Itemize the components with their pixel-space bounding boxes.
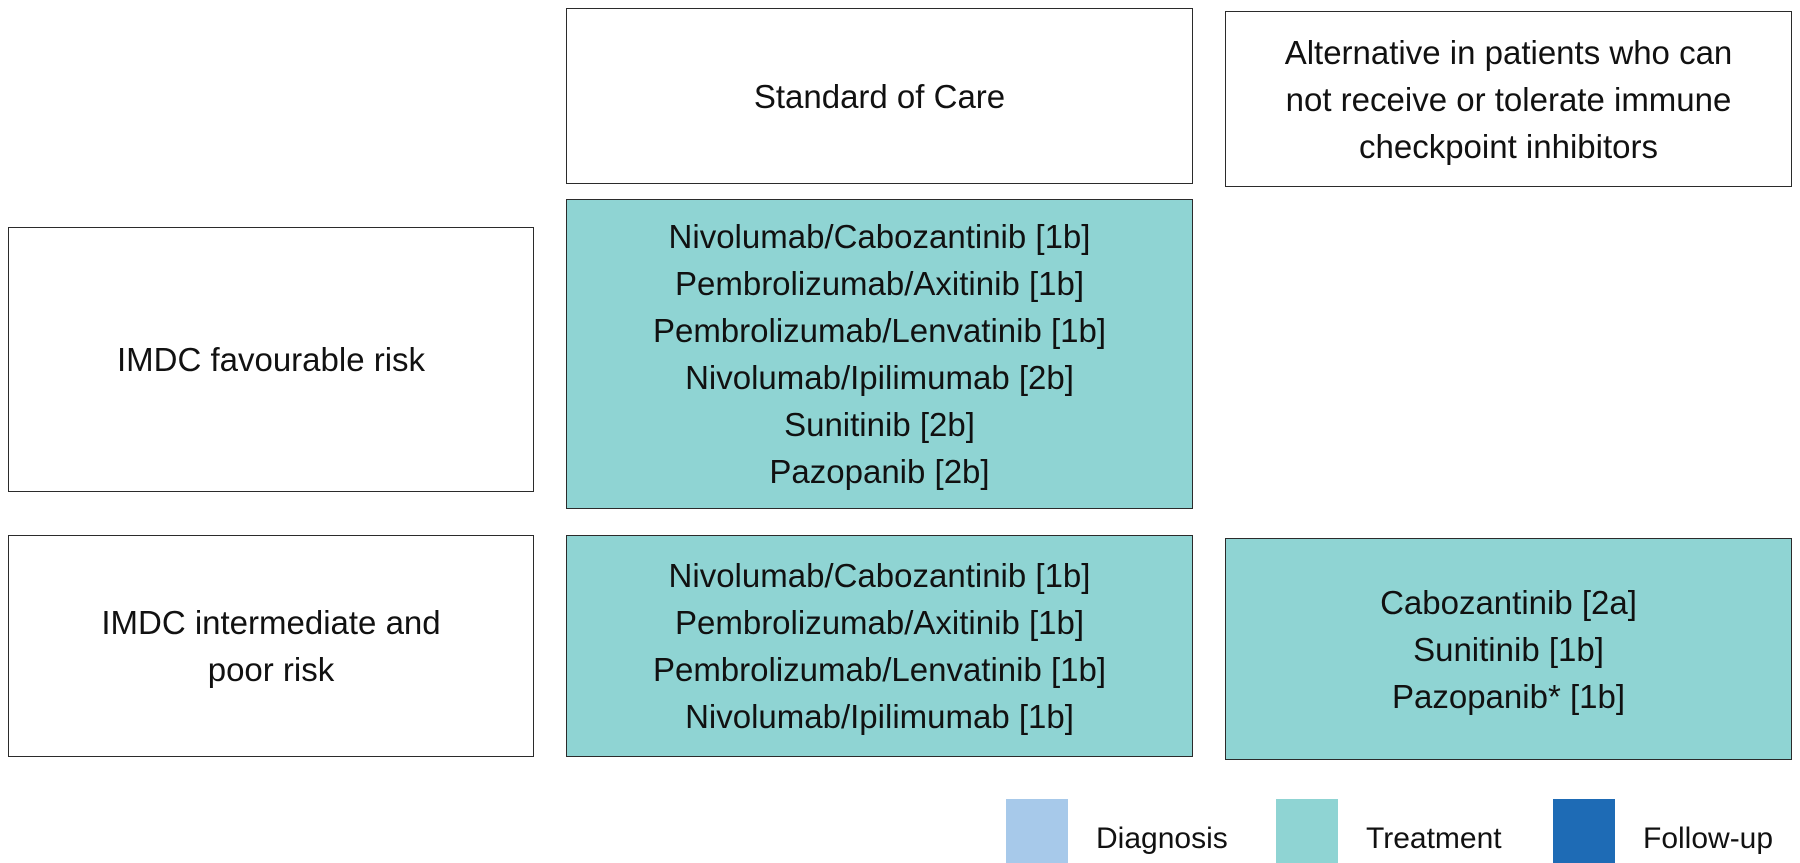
header-alternative-line-3: checkpoint inhibitors [1359, 127, 1658, 165]
legend-label-follow-up: Follow-up [1643, 822, 1774, 855]
header-alternative-line-2: not receive or tolerate immune [1285, 80, 1732, 118]
row-label-intermediate-line-2: poor risk [207, 651, 335, 688]
treatment-item: Nivolumab/Ipilimumab [2b] [685, 359, 1074, 396]
row-label-favourable-text: IMDC favourable risk [116, 341, 426, 378]
treatment-item: Pembrolizumab/Axitinib [1b] [674, 265, 1085, 302]
treatment-item: Cabozantinib [2a] [1380, 583, 1637, 621]
treatment-item: Sunitinib [1b] [1413, 630, 1604, 668]
header-alternative: Alternative in patients who can not rece… [1225, 11, 1792, 187]
row-label-intermediate-poor-risk: IMDC intermediate and poor risk [8, 535, 534, 757]
treatment-item: Pembrolizumab/Axitinib [1b] [674, 604, 1085, 641]
header-standard-text: Standard of Care [753, 77, 1006, 115]
legend-label-diagnosis: Diagnosis [1096, 822, 1228, 855]
legend-swatch-follow-up [1553, 799, 1615, 863]
treatment-item: Nivolumab/Cabozantinib [1b] [668, 557, 1091, 594]
treatment-item: Pembrolizumab/Lenvatinib [1b] [652, 312, 1107, 349]
treatment-item: Nivolumab/Cabozantinib [1b] [668, 218, 1091, 255]
header-standard-of-care: Standard of Care [566, 8, 1193, 184]
treatment-item: Pazopanib [2b] [769, 453, 990, 490]
intermediate-standard-treatments: Nivolumab/Cabozantinib [1b] Pembrolizuma… [566, 535, 1193, 757]
favourable-standard-treatments: Nivolumab/Cabozantinib [1b] Pembrolizuma… [566, 199, 1193, 509]
legend-label-treatment: Treatment [1366, 822, 1502, 855]
row-label-intermediate-line-1: IMDC intermediate and [101, 604, 441, 641]
treatment-item: Nivolumab/Ipilimumab [1b] [685, 698, 1074, 735]
treatment-item: Pembrolizumab/Lenvatinib [1b] [652, 651, 1107, 688]
row-label-favourable-risk: IMDC favourable risk [8, 227, 534, 492]
header-alternative-line-1: Alternative in patients who can [1284, 33, 1733, 71]
legend-swatch-diagnosis [1006, 799, 1068, 863]
treatment-item: Sunitinib [2b] [784, 406, 975, 443]
intermediate-alternative-treatments: Cabozantinib [2a] Sunitinib [1b] Pazopan… [1225, 538, 1792, 760]
treatment-item: Pazopanib* [1b] [1391, 677, 1625, 715]
legend-swatch-treatment [1276, 799, 1338, 863]
